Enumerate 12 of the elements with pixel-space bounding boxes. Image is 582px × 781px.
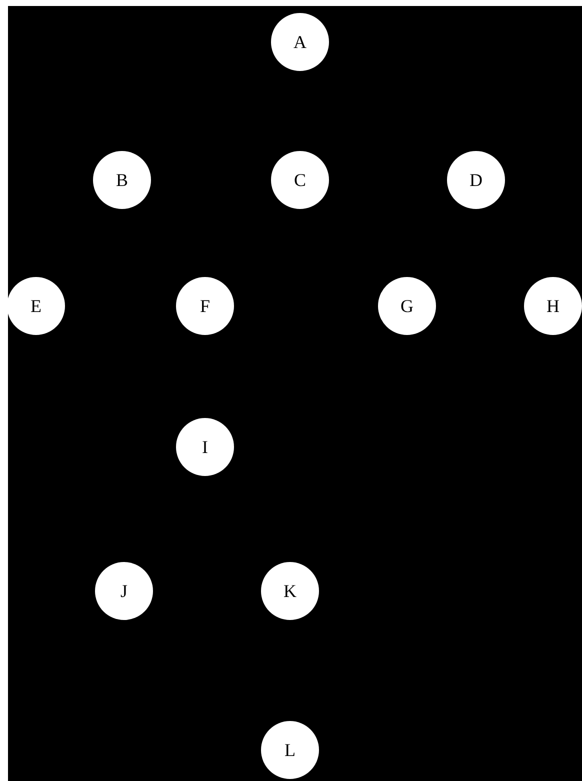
node-label: E	[30, 296, 42, 316]
node-label: B	[116, 170, 128, 190]
node-label: I	[202, 436, 208, 458]
node-label: D	[470, 170, 482, 190]
node-label: C	[294, 170, 306, 190]
node-label: H	[546, 296, 560, 316]
node-label: A	[294, 32, 306, 52]
node-label: F	[200, 296, 210, 316]
node-label: K	[284, 580, 296, 602]
node-label: J	[120, 580, 128, 602]
node-label: L	[284, 740, 296, 760]
node-label: G	[400, 296, 414, 316]
